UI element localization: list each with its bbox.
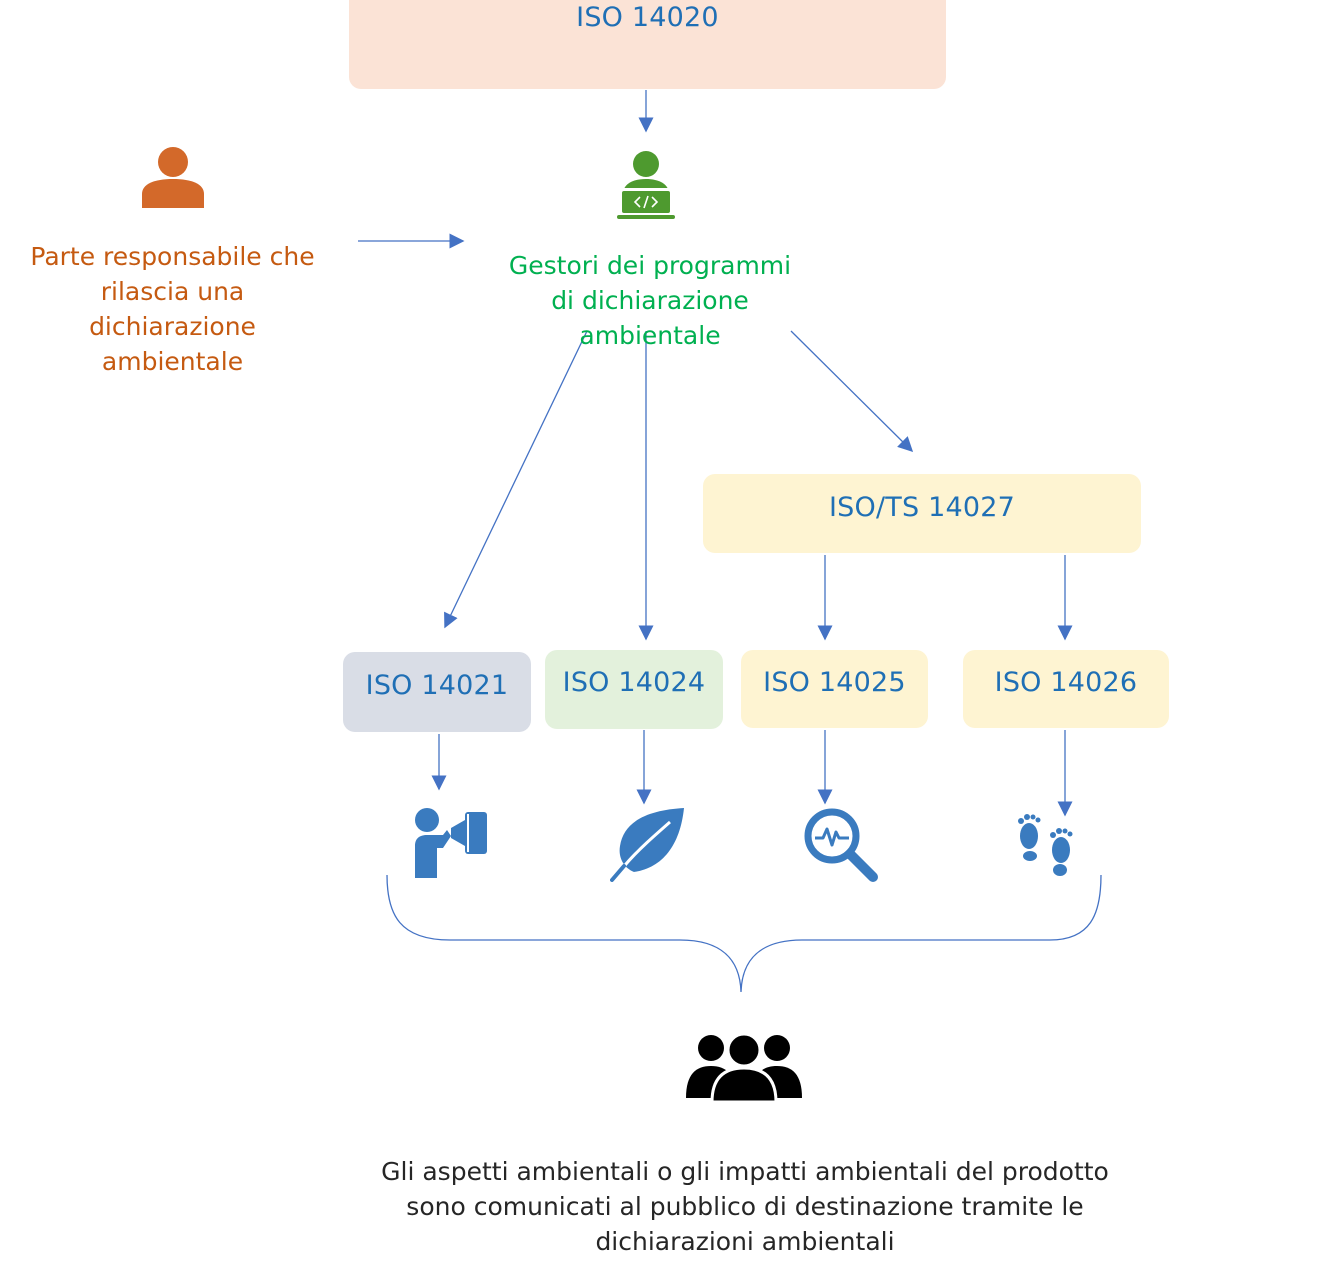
curly-brace (386, 874, 1102, 993)
leaf-icon (610, 808, 684, 882)
box-iso14026-label: ISO 14026 (994, 666, 1138, 698)
developer-laptop-icon (617, 151, 675, 219)
responsible-party-label: Parte responsabile che rilascia una dich… (30, 242, 315, 376)
arrow-operators-to-iso14021 (444, 330, 588, 629)
program-operators-label: Gestori dei programmi di dichiarazione a… (508, 251, 792, 350)
megaphone-speaker-icon (415, 808, 487, 878)
box-iso14024: ISO 14024 (545, 650, 723, 729)
box-iso14020: ISO 14020 (349, 0, 946, 89)
box-iso14025-label: ISO 14025 (763, 666, 906, 698)
box-iso-ts14027: ISO/TS 14027 (703, 474, 1141, 553)
box-iso14026: ISO 14026 (963, 650, 1169, 728)
box-iso14024-label: ISO 14024 (562, 667, 706, 698)
group-people-icon (686, 1032, 802, 1102)
conclusion-label: Gli aspetti ambientali o gli impatti amb… (381, 1157, 1109, 1256)
box-iso14025: ISO 14025 (741, 650, 928, 728)
person-icon (142, 147, 204, 208)
footprints-icon (1018, 814, 1073, 876)
arrow-operators-to-iso14027 (790, 330, 914, 453)
box-iso-ts14027-label: ISO/TS 14027 (829, 492, 1015, 523)
box-iso14021-label: ISO 14021 (365, 669, 509, 701)
box-iso14020-label: ISO 14020 (576, 2, 719, 33)
magnifier-analysis-icon (804, 808, 878, 882)
box-iso14021: ISO 14021 (343, 652, 531, 732)
